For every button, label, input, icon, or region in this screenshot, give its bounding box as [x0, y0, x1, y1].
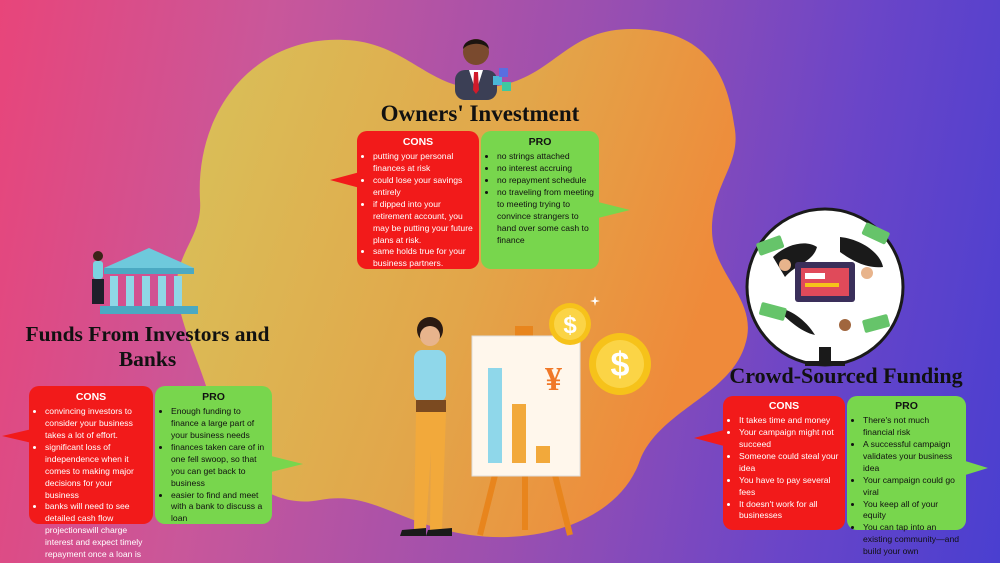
- list-item: It doesn't work for all businesses: [739, 499, 840, 523]
- list-item: if dipped into your retirement account, …: [373, 199, 474, 246]
- list-item: A successful campaign validates your bus…: [863, 439, 961, 475]
- list-item: no interest accruing: [497, 163, 594, 175]
- crowd-title: Crowd-Sourced Funding: [729, 363, 963, 388]
- list-item: You can tap into an existing community—a…: [863, 522, 961, 558]
- list-item: no traveling from meeting to meeting try…: [497, 187, 594, 246]
- businessman-icon: [455, 39, 511, 100]
- list-item: Your campaign could go viral: [863, 475, 961, 499]
- banks-cons-heading: CONS: [75, 391, 107, 403]
- list-item: You have to pay several fees: [739, 475, 840, 499]
- banks-cons-box: CONS convincing investors to consider yo…: [29, 386, 153, 563]
- coin-symbol-large: $: [611, 346, 630, 384]
- banks-cons-pointer: [2, 429, 32, 443]
- banks-title: Funds From Investors and Banks: [25, 322, 270, 371]
- crowd-pro-box: PRO There's not much financial risk A su…: [847, 396, 966, 556]
- owners-cons-heading: CONS: [402, 136, 434, 148]
- list-item: no repayment schedule: [497, 175, 594, 187]
- crowd-pro-heading: PRO: [895, 400, 918, 412]
- owners-pro-heading: PRO: [528, 136, 552, 148]
- sparkle-icon: [590, 296, 600, 306]
- crowd-pro-list: There's not much financial risk A succes…: [852, 415, 961, 557]
- list-item: It takes time and money: [739, 415, 840, 427]
- list-item: finances taken care of in one fell swoop…: [171, 442, 267, 489]
- list-item: convincing investors to consider your bu…: [45, 406, 148, 442]
- owners-pro-list: no strings attachedno interest accruingn…: [486, 151, 594, 246]
- list-item: You keep all of your equity: [863, 499, 961, 523]
- crowd-cons-heading: CONS: [768, 400, 800, 412]
- list-item: could lose your savings entirely: [373, 175, 474, 199]
- owners-pro-pointer: [598, 202, 630, 218]
- coin-symbol-small: $: [563, 312, 577, 339]
- dollar-coin-icon: $: [589, 333, 651, 395]
- bank-icon: [92, 248, 198, 314]
- yen-chart-icon: ¥: [545, 361, 562, 398]
- banks-cons-list: convincing investors to consider your bu…: [34, 406, 148, 563]
- owners-title: Owners' Investment: [380, 101, 580, 126]
- list-item: easier to find and meet with a bank to d…: [171, 490, 267, 526]
- banks-pro-list: Enough funding to finance a large part o…: [160, 406, 267, 525]
- list-item: Your campaign might not succeed: [739, 427, 840, 451]
- list-item: putting your personal finances at risk: [373, 151, 474, 175]
- woman-presenting-chart-icon: ¥: [400, 317, 581, 536]
- banks-pro-heading: PRO: [202, 391, 225, 403]
- owners-pro-box: PRO no strings attachedno interest accru…: [481, 131, 599, 269]
- owners-cons-pointer: [330, 172, 360, 188]
- banks-pro-pointer: [271, 456, 303, 472]
- crowd-pro-pointer: [962, 460, 988, 476]
- banks-pro-box: PRO Enough funding to finance a large pa…: [155, 386, 272, 524]
- crowd-cons-list: It takes time and moneyYour campaign mig…: [728, 415, 840, 522]
- list-item: no strings attached: [497, 151, 594, 163]
- list-item: banks will need to see detailed cash flo…: [45, 501, 148, 563]
- list-item: Someone could steal your idea: [739, 451, 840, 475]
- list-item: same holds true for your business partne…: [373, 246, 474, 270]
- list-item: significant loss of independence when it…: [45, 442, 148, 501]
- crowd-cons-box: CONS It takes time and moneyYour campaig…: [723, 396, 845, 530]
- dollar-coin-icon: $: [549, 303, 591, 345]
- list-item: Enough funding to finance a large part o…: [171, 406, 267, 442]
- owners-cons-box: CONS putting your personal finances at r…: [357, 131, 479, 269]
- owners-cons-list: putting your personal finances at risk c…: [362, 151, 474, 270]
- crowdfunding-globe-icon: [745, 207, 905, 367]
- crowd-cons-pointer: [694, 430, 724, 446]
- list-item: There's not much financial risk: [863, 415, 961, 439]
